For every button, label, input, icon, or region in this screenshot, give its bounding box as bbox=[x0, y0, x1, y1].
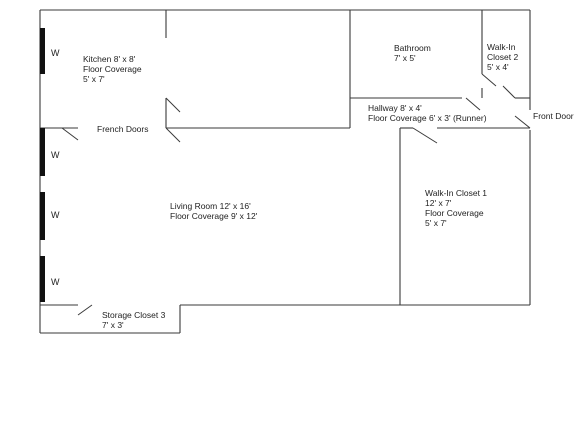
window-1 bbox=[40, 28, 45, 74]
kitchen-coverage: Floor Coverage bbox=[83, 64, 142, 74]
living-room-coverage: Floor Coverage 9' x 12' bbox=[170, 211, 258, 221]
closet2-door-leaf[interactable] bbox=[481, 73, 497, 87]
walkin-closet-1-name: Walk-In Closet 1 bbox=[425, 188, 488, 198]
kitchen-coverage-size: 5' x 7' bbox=[83, 74, 105, 84]
storage-closet-3-name: Storage Closet 3 bbox=[102, 310, 166, 320]
walkin-closet-1-coverage: Floor Coverage bbox=[425, 208, 484, 218]
bathroom-size: 7' x 5' bbox=[394, 53, 416, 63]
front-door-label: Front Door bbox=[533, 111, 574, 121]
living-room-name: Living Room 12' x 16' bbox=[170, 201, 251, 211]
storage-closet-3-size: 7' x 3' bbox=[102, 320, 124, 330]
window-label-4: W bbox=[51, 277, 60, 287]
window-2 bbox=[40, 128, 45, 176]
hallway-name: Hallway 8' x 4' bbox=[368, 103, 422, 113]
french-door-right[interactable] bbox=[165, 127, 181, 143]
walkin-closet-1-coverage-size: 5' x 7' bbox=[425, 218, 447, 228]
hallway-label: Hallway 8' x 4' Floor Coverage 6' x 3' (… bbox=[368, 103, 487, 123]
living-room-label: Living Room 12' x 16' Floor Coverage 9' … bbox=[170, 201, 257, 221]
bathroom-door-swing[interactable] bbox=[465, 97, 481, 111]
hallway-coverage: Floor Coverage 6' x 3' (Runner) bbox=[368, 113, 487, 123]
kitchen-name: Kitchen 8' x 8' bbox=[83, 54, 136, 64]
walkin-closet-2-size: 5' x 4' bbox=[487, 62, 509, 72]
bathroom-label: Bathroom 7' x 5' bbox=[394, 43, 431, 63]
bathroom-name: Bathroom bbox=[394, 43, 431, 53]
window-label-2: W bbox=[51, 150, 60, 160]
window-label-1: W bbox=[51, 48, 60, 58]
french-door-left[interactable] bbox=[61, 127, 79, 141]
closet2-door[interactable] bbox=[502, 85, 516, 99]
window-3 bbox=[40, 192, 45, 240]
walkin-closet-1-label: Walk-In Closet 1 12' x 7' Floor Coverage… bbox=[425, 188, 487, 228]
front-door[interactable] bbox=[514, 115, 531, 129]
kitchen-label: Kitchen 8' x 8' Floor Coverage 5' x 7' bbox=[83, 54, 142, 84]
window-4 bbox=[40, 256, 45, 302]
storage-closet-3-label: Storage Closet 3 7' x 3' bbox=[102, 310, 165, 330]
walkin-closet-2-line1: Walk-In bbox=[487, 42, 516, 52]
french-doors-label: French Doors bbox=[97, 124, 149, 134]
closet1-door[interactable] bbox=[412, 127, 438, 144]
storage-closet-door[interactable] bbox=[77, 304, 93, 316]
kitchen-door[interactable] bbox=[165, 97, 181, 113]
walkin-closet-2-label: Walk-In Closet 2 5' x 4' bbox=[487, 42, 518, 72]
walkin-closet-2-line2: Closet 2 bbox=[487, 52, 519, 62]
walkin-closet-1-size: 12' x 7' bbox=[425, 198, 452, 208]
window-label-3: W bbox=[51, 210, 60, 220]
